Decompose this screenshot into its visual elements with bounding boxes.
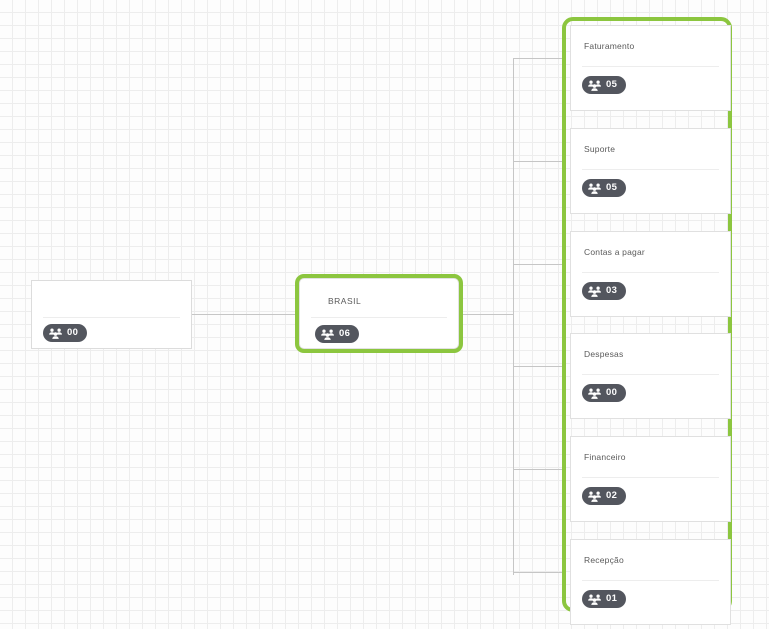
people-group-icon <box>588 183 601 194</box>
people-group-icon <box>588 80 601 91</box>
connector-branch-despesas <box>513 366 562 367</box>
employee-count-badge: 01 <box>582 590 627 608</box>
org-node-department-title: Despesas <box>584 349 624 359</box>
divider <box>582 374 719 375</box>
employee-count-badge: 00 <box>582 384 627 402</box>
employee-count-badge: 02 <box>582 487 627 505</box>
employee-count-value: 00 <box>67 327 79 339</box>
connector-branch-financeiro <box>513 469 562 470</box>
employee-count-value: 06 <box>339 328 351 340</box>
divider <box>582 169 719 170</box>
employee-count-value: 05 <box>606 79 618 91</box>
divider <box>43 317 180 318</box>
employee-count-value: 03 <box>606 285 618 297</box>
org-node-department[interactable]: Faturamento 05 <box>570 25 731 111</box>
org-node-brasil-title: BRASIL <box>328 296 362 306</box>
employee-count-badge: 05 <box>582 179 627 197</box>
org-node-department[interactable]: Suporte 05 <box>570 128 731 214</box>
org-node-department-title: Financeiro <box>584 452 626 462</box>
org-node-department[interactable]: Recepção 01 <box>570 539 731 625</box>
employee-count-value: 00 <box>606 387 618 399</box>
org-node-brasil[interactable]: BRASIL 06 <box>299 278 459 349</box>
divider <box>582 580 719 581</box>
connector-branch-contas-a-pagar <box>513 264 562 265</box>
people-group-icon <box>49 328 62 339</box>
employee-count-value: 05 <box>606 182 618 194</box>
org-node-department-title: Faturamento <box>584 41 635 51</box>
connector-root-to-brasil <box>192 314 295 315</box>
connector-brasil-to-trunk <box>463 314 513 315</box>
org-node-root[interactable]: 00 <box>31 280 192 349</box>
org-node-department-title: Recepção <box>584 555 624 565</box>
divider <box>582 66 719 67</box>
org-node-department-title: Suporte <box>584 144 616 154</box>
connector-branch-suporte <box>513 161 562 162</box>
people-group-icon <box>588 286 601 297</box>
org-node-department[interactable]: Financeiro 02 <box>570 436 731 522</box>
divider <box>582 272 719 273</box>
employee-count-badge: 05 <box>582 76 627 94</box>
people-group-icon <box>588 491 601 502</box>
org-node-brasil-selection[interactable]: BRASIL 06 <box>295 274 463 353</box>
employee-count-value: 02 <box>606 490 618 502</box>
employee-count-value: 01 <box>606 593 618 605</box>
divider <box>582 477 719 478</box>
connector-trunk <box>513 58 514 575</box>
employee-count-badge: 03 <box>582 282 627 300</box>
people-group-icon <box>588 594 601 605</box>
people-group-icon <box>321 329 334 340</box>
org-node-department[interactable]: Contas a pagar 03 <box>570 231 731 317</box>
org-node-department-title: Contas a pagar <box>584 247 645 257</box>
org-group-departments: Faturamento 05 Suporte <box>570 25 731 625</box>
org-node-department[interactable]: Despesas 00 <box>570 333 731 419</box>
employee-count-badge: 00 <box>43 324 88 342</box>
connector-branch-faturamento <box>513 58 562 59</box>
people-group-icon <box>588 388 601 399</box>
employee-count-badge: 06 <box>315 325 360 343</box>
divider <box>311 317 447 318</box>
connector-branch-recepcao <box>513 572 562 573</box>
org-group-departments-selection[interactable]: Faturamento 05 Suporte <box>562 17 732 625</box>
